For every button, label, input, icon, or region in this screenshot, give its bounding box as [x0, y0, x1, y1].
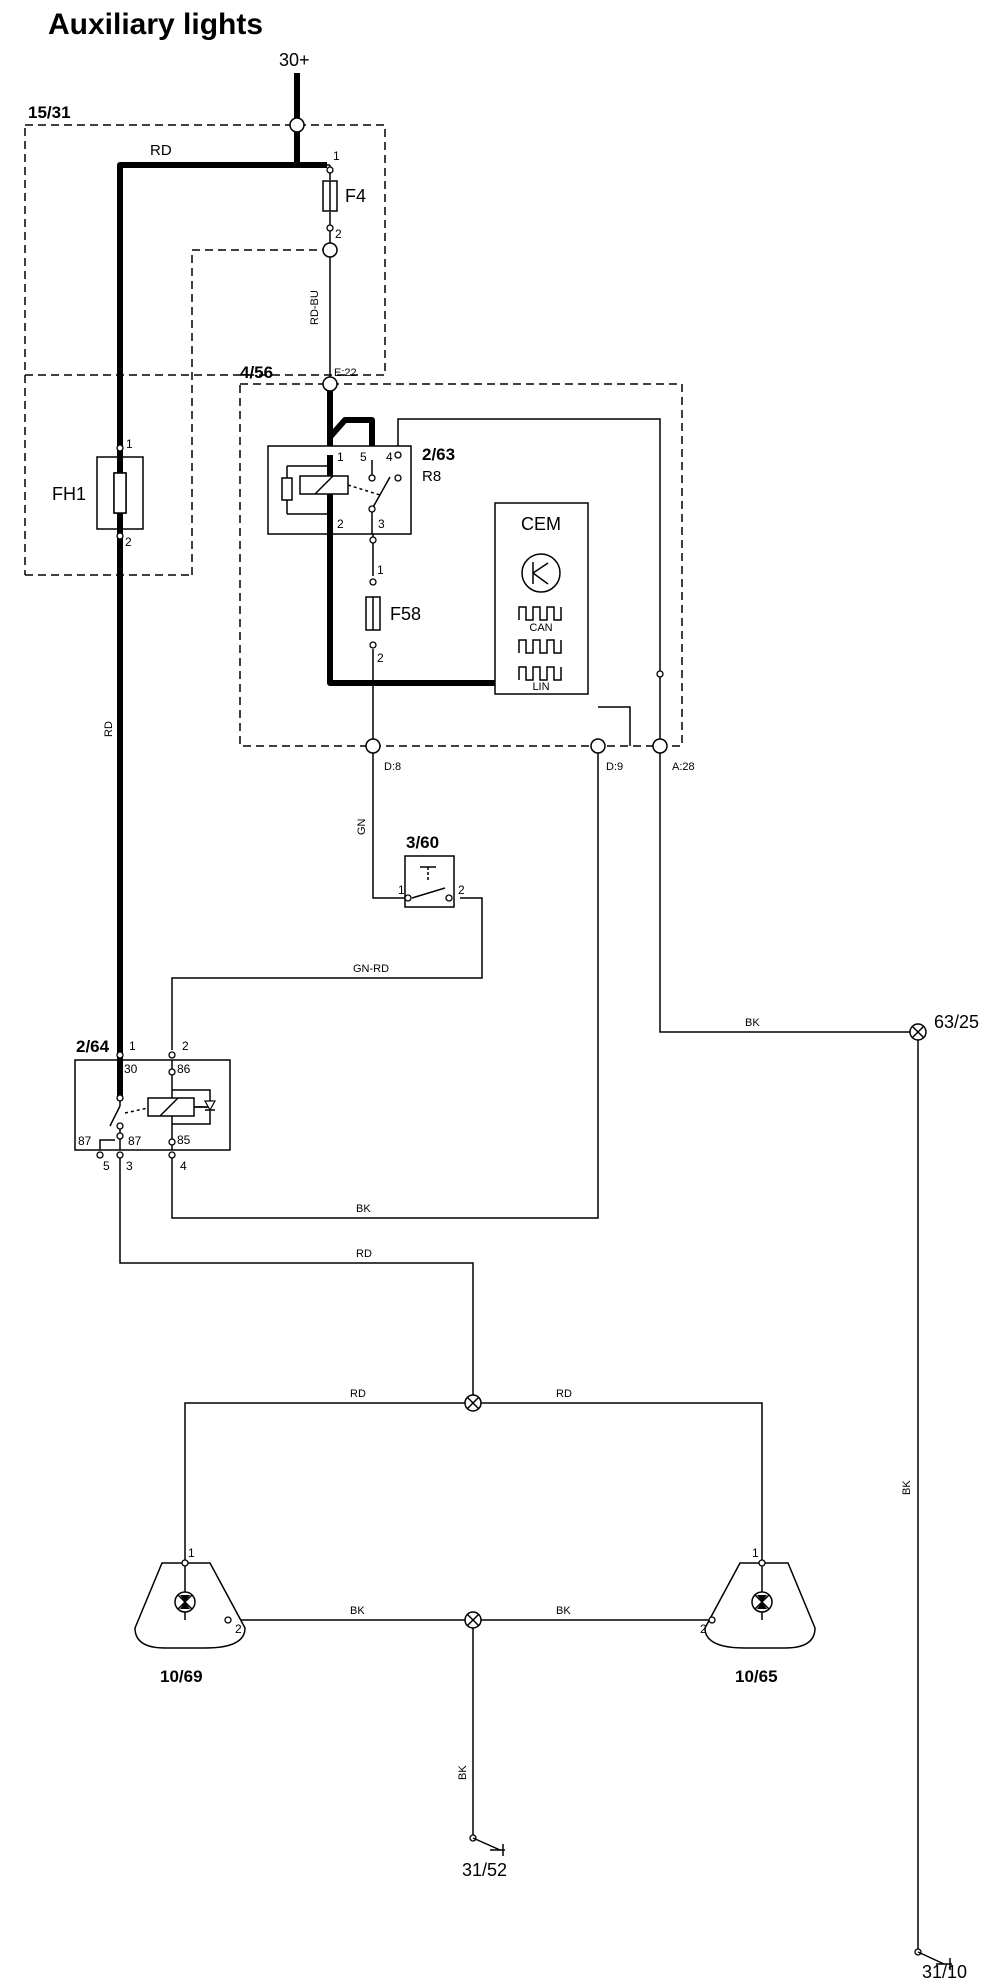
connection-nodes — [289, 117, 668, 754]
cem-box: CEM CAN LIN — [494, 502, 589, 695]
relay-2-64: 2/64 1 2 30 86 85 87 87 5 3 4 — [74, 1037, 231, 1173]
lamp-10-69: 1 2 10/69 — [134, 1546, 246, 1686]
relay-r8: 1 5 4 2 3 2/63 R8 — [267, 445, 455, 535]
node-30-plus — [289, 117, 305, 133]
connector-d8-label: D:8 — [384, 761, 401, 773]
r8-pin-2: 2 — [337, 517, 344, 531]
lamp-right-label: 10/65 — [735, 1667, 778, 1686]
relay-aux-pin-87a: 87 — [78, 1134, 92, 1148]
splice-63-25 — [909, 1023, 927, 1041]
switch-3-60: 3/60 1 2 — [398, 833, 465, 908]
r8-pin-4: 4 — [386, 450, 393, 464]
connector-e22 — [322, 376, 338, 392]
relay-aux-pin-5: 5 — [103, 1159, 110, 1173]
switch-pin-1: 1 — [398, 883, 405, 897]
f58-pin-2: 2 — [377, 651, 384, 665]
cem-module-4-56: 4/56 — [239, 363, 683, 747]
wire-label-bk-4: BK — [556, 1605, 571, 1617]
connector-d9-label: D:9 — [606, 761, 623, 773]
relay-aux-pin-30: 30 — [124, 1062, 138, 1076]
relay-aux-pin-85: 85 — [177, 1133, 191, 1147]
lamp-left-pin-2: 2 — [235, 1622, 242, 1636]
supply-label: 30+ — [279, 50, 310, 70]
fuse-f58: 1 2 F58 — [365, 536, 421, 665]
lamp-right-pin-2: 2 — [700, 1622, 707, 1636]
wire-label-rd-3: RD — [356, 1248, 372, 1260]
page-title: Auxiliary lights — [48, 8, 263, 41]
switch-pin-2: 2 — [458, 883, 465, 897]
lin-signal-icon — [518, 666, 562, 681]
fh1-pin-2: 2 — [125, 535, 132, 549]
connector-d8 — [365, 738, 381, 754]
lamp-right-pin-1: 1 — [752, 1546, 759, 1560]
fuse-fh1: FH1 1 2 — [52, 437, 144, 549]
fh1-pin-1: 1 — [126, 437, 133, 451]
r8-pin-1: 1 — [337, 450, 344, 464]
splices: 63/25 — [464, 1012, 979, 1629]
fuse-f4: F4 1 2 — [322, 149, 366, 241]
cem-module-label: 4/56 — [240, 363, 273, 382]
connector-d9 — [590, 738, 606, 754]
f4-pin-2: 2 — [335, 227, 342, 241]
relay-r8-id: 2/63 — [422, 445, 455, 464]
supply-wiring — [117, 73, 495, 1060]
relay-aux-pin-3: 3 — [126, 1159, 133, 1173]
ground-31-52: 31/52 — [462, 1834, 507, 1880]
ground-31-52-label: 31/52 — [462, 1860, 507, 1880]
node-f4-out — [322, 242, 338, 258]
relay-aux-label: 2/64 — [76, 1037, 110, 1056]
relay-aux-pin-86: 86 — [177, 1062, 191, 1076]
fuse-f58-label: F58 — [390, 604, 421, 624]
lamp-10-65: 1 2 10/65 — [700, 1546, 816, 1686]
r8-pin-3: 3 — [378, 517, 385, 531]
can-label: CAN — [529, 622, 552, 634]
wire-label-rd-vertical: RD — [103, 721, 115, 737]
cem-label: CEM — [521, 514, 561, 534]
switch-label: 3/60 — [406, 833, 439, 852]
wire-label-rd-bu: RD-BU — [309, 290, 321, 325]
wire-label-bk-1: BK — [745, 1017, 760, 1029]
fuse-f4-label: F4 — [345, 186, 366, 206]
lamp-left-label: 10/69 — [160, 1667, 203, 1686]
wire-label-bk-5: BK — [457, 1765, 469, 1780]
ground-31-10: 31/10 — [914, 1948, 967, 1980]
splice-63-25-label: 63/25 — [934, 1012, 979, 1032]
f4-pin-1: 1 — [333, 149, 340, 163]
connector-a28 — [652, 738, 668, 754]
transistor-icon — [521, 553, 561, 593]
splice-bottom — [464, 1611, 482, 1629]
splice-top — [464, 1394, 482, 1412]
fuse-box-15-31: 15/31 — [24, 103, 386, 576]
f58-pin-1: 1 — [377, 563, 384, 577]
lamp-left-pin-1: 1 — [188, 1546, 195, 1560]
wire-label-bk-6: BK — [901, 1480, 913, 1495]
relay-aux-pin-87: 87 — [128, 1134, 142, 1148]
lin-label: LIN — [532, 681, 549, 693]
wire-label-gn: GN — [356, 818, 368, 835]
relay-r8-name: R8 — [422, 468, 441, 485]
ground-31-10-label: 31/10 — [922, 1962, 967, 1980]
wire-label-bk-2: BK — [356, 1203, 371, 1215]
relay-aux-pin-4: 4 — [180, 1159, 187, 1173]
can-signal-icon-2 — [518, 639, 562, 654]
thin-wiring — [119, 164, 919, 1952]
wire-label-rd-4: RD — [350, 1388, 366, 1400]
fuse-fh1-label: FH1 — [52, 484, 86, 504]
fuse-box-label: 15/31 — [28, 103, 71, 122]
wire-label-bk-3: BK — [350, 1605, 365, 1617]
r8-pin-5: 5 — [360, 450, 367, 464]
wire-label-rd-top: RD — [150, 142, 172, 159]
connector-a28-label: A:28 — [672, 761, 695, 773]
relay-aux-pin-2: 2 — [182, 1039, 189, 1053]
wire-label-gn-rd: GN-RD — [353, 963, 389, 975]
relay-aux-pin-1: 1 — [129, 1039, 136, 1053]
can-signal-icon — [518, 606, 562, 621]
wire-label-rd-5: RD — [556, 1388, 572, 1400]
connector-e22-label: E:22 — [334, 367, 357, 379]
wire-labels: RD RD-BU RD GN GN-RD BK BK RD RD RD BK B… — [103, 142, 913, 1780]
